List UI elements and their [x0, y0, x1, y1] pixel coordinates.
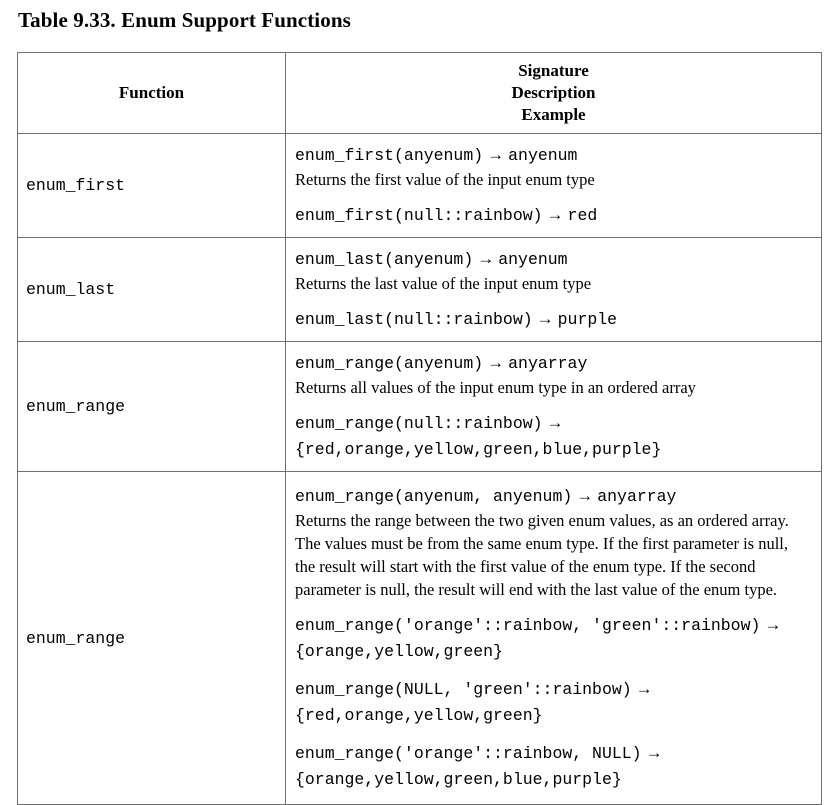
signature-call: enum_first(anyenum) — [295, 146, 484, 165]
arrow-right-glyph: → — [546, 413, 564, 432]
signature-return: anyarray — [508, 354, 588, 373]
example-result: red — [567, 206, 598, 225]
signature-line: enum_range(anyenum) → anyarray — [295, 350, 812, 376]
description-text: Returns all values of the input enum typ… — [295, 378, 696, 397]
example-call: enum_range(NULL, 'green'::rainbow) — [295, 680, 632, 699]
detail-cell: enum_last(anyenum) → anyenum Returns the… — [285, 237, 822, 342]
table-row-enum-range-one-arg: enum_range enum_range(anyenum) → anyarra… — [17, 341, 822, 472]
function-cell: enum_last — [17, 237, 286, 342]
example-call: enum_range(null::rainbow) — [295, 414, 543, 433]
function-name: enum_range — [26, 397, 126, 416]
example-result: purple — [557, 310, 618, 329]
signature-line: enum_first(anyenum) → anyenum — [295, 142, 812, 168]
header-line-example: Example — [521, 105, 586, 124]
arrow-right-glyph: → — [645, 743, 663, 762]
example-result: {red,orange,yellow,green,blue,purple} — [295, 440, 662, 459]
example-result: {orange,yellow,green,blue,purple} — [295, 770, 622, 789]
table-title: Table 9.33. Enum Support Functions — [18, 8, 351, 32]
signature-call: enum_last(anyenum) — [295, 250, 474, 269]
column-header-function: Function — [17, 52, 286, 134]
arrow-right-glyph: → — [764, 615, 782, 634]
header-row: Function Signature Description Example — [17, 52, 822, 134]
table-row-enum-first: enum_first enum_first(anyenum) → anyenum… — [17, 133, 822, 238]
enum-support-functions-table: Function Signature Description Example e… — [17, 52, 822, 805]
header-line-signature: Signature — [518, 61, 589, 80]
arrow-right-glyph: → — [477, 249, 495, 268]
example-result: {red,orange,yellow,green} — [295, 706, 543, 725]
detail-cell: enum_first(anyenum) → anyenum Returns th… — [285, 133, 822, 238]
signature-line: enum_last(anyenum) → anyenum — [295, 246, 812, 272]
example-line: enum_range(NULL, 'green'::rainbow) → {re… — [295, 676, 812, 729]
signature-call: enum_range(anyenum, anyenum) — [295, 487, 573, 506]
signature-return: anyarray — [597, 487, 677, 506]
arrow-right-glyph: → — [487, 145, 505, 164]
column-header-signature: Signature Description Example — [285, 52, 822, 134]
signature-call: enum_range(anyenum) — [295, 354, 484, 373]
header-line-description: Description — [511, 83, 596, 102]
signature-return: anyenum — [508, 146, 578, 165]
example-call: enum_first(null::rainbow) — [295, 206, 543, 225]
description-text: Returns the last value of the input enum… — [295, 274, 592, 293]
example-result: {orange,yellow,green} — [295, 642, 503, 661]
function-name: enum_last — [26, 280, 116, 299]
example-call: enum_range('orange'::rainbow, NULL) — [295, 744, 642, 763]
arrow-right-glyph: → — [487, 353, 505, 372]
function-name: enum_range — [26, 628, 126, 648]
signature-return: anyenum — [498, 250, 568, 269]
example-line: enum_first(null::rainbow) → red — [295, 202, 812, 229]
arrow-right-glyph: → — [546, 205, 564, 224]
description-text: Returns the first value of the input enu… — [295, 170, 595, 189]
example-line: enum_range('orange'::rainbow, 'green'::r… — [295, 612, 812, 665]
example-call: enum_range('orange'::rainbow, 'green'::r… — [295, 616, 761, 635]
description-text: Returns the range between the two given … — [295, 511, 789, 599]
detail-cell: enum_range(anyenum) → anyarray Returns a… — [285, 341, 822, 472]
table-row-enum-last: enum_last enum_last(anyenum) → anyenum R… — [17, 237, 822, 342]
example-call: enum_last(null::rainbow) — [295, 310, 533, 329]
function-cell: enum_range — [17, 471, 286, 805]
example-line: enum_range(null::rainbow) → {red,orange,… — [295, 410, 812, 463]
example-line: enum_range('orange'::rainbow, NULL) → {o… — [295, 740, 812, 793]
function-cell: enum_first — [17, 133, 286, 238]
example-line: enum_last(null::rainbow) → purple — [295, 306, 812, 333]
function-cell: enum_range — [17, 341, 286, 472]
signature-line: enum_range(anyenum, anyenum) → anyarray — [295, 483, 812, 509]
table-row-enum-range-two-arg: enum_range enum_range(anyenum, anyenum) … — [17, 471, 822, 805]
detail-cell: enum_range(anyenum, anyenum) → anyarray … — [285, 471, 822, 805]
arrow-right-glyph: → — [536, 309, 554, 328]
function-name: enum_first — [26, 176, 126, 195]
arrow-right-glyph: → — [635, 679, 653, 698]
arrow-right-glyph: → — [576, 486, 594, 505]
